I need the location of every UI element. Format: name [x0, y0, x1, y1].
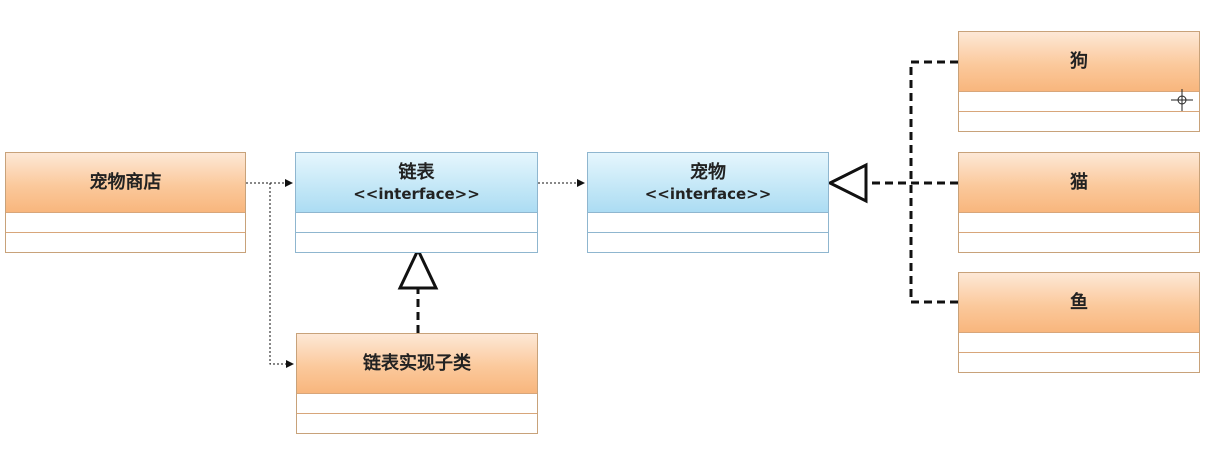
class-cat-attributes	[959, 213, 1199, 233]
class-dog-attributes	[959, 92, 1199, 112]
interface-linked-list-name: 链表	[398, 161, 435, 183]
class-cat-name: 猫	[1070, 171, 1088, 193]
realization-triangle-list	[397, 246, 439, 290]
class-dog-methods	[959, 112, 1199, 132]
class-cat[interactable]: 猫	[958, 152, 1200, 253]
class-cat-header: 猫	[959, 153, 1199, 213]
interface-linked-list-header: 链表 <<interface>>	[296, 153, 537, 213]
interface-pet[interactable]: 宠物 <<interface>>	[587, 152, 829, 253]
interface-linked-list-stereotype: <<interface>>	[353, 184, 480, 203]
interface-pet-methods	[588, 233, 828, 253]
class-cat-methods	[959, 233, 1199, 253]
class-dog-name: 狗	[1070, 50, 1088, 72]
class-linked-list-impl[interactable]: 链表实现子类	[296, 333, 538, 434]
crosshair-cursor-icon	[1171, 89, 1193, 111]
class-dog-header: 狗	[959, 32, 1199, 92]
class-fish-name: 鱼	[1070, 291, 1088, 313]
realization-dog-branch	[909, 60, 958, 183]
interface-linked-list[interactable]: 链表 <<interface>>	[295, 152, 538, 253]
interface-pet-stereotype: <<interface>>	[644, 184, 772, 203]
class-linked-list-impl-header: 链表实现子类	[297, 334, 537, 394]
interface-pet-header: 宠物 <<interface>>	[588, 153, 828, 213]
class-pet-shop-name: 宠物商店	[89, 171, 162, 193]
class-fish-methods	[959, 353, 1199, 373]
interface-pet-name: 宠物	[690, 161, 726, 183]
class-linked-list-impl-methods	[297, 414, 537, 434]
realization-fish-branch	[909, 183, 958, 304]
interface-linked-list-attributes	[296, 213, 537, 233]
class-fish[interactable]: 鱼	[958, 272, 1200, 373]
class-fish-attributes	[959, 333, 1199, 353]
class-pet-shop[interactable]: 宠物商店	[5, 152, 246, 253]
class-pet-shop-attributes	[6, 213, 245, 233]
dependency-petshop-to-list-impl	[269, 183, 294, 368]
class-linked-list-impl-attributes	[297, 394, 537, 414]
class-linked-list-impl-name: 链表实现子类	[363, 352, 471, 374]
realization-triangle-pet	[826, 162, 868, 204]
interface-pet-attributes	[588, 213, 828, 233]
class-pet-shop-header: 宠物商店	[6, 153, 245, 213]
class-pet-shop-methods	[6, 233, 245, 253]
class-fish-header: 鱼	[959, 273, 1199, 333]
interface-linked-list-methods	[296, 233, 537, 253]
class-dog[interactable]: 狗	[958, 31, 1200, 132]
